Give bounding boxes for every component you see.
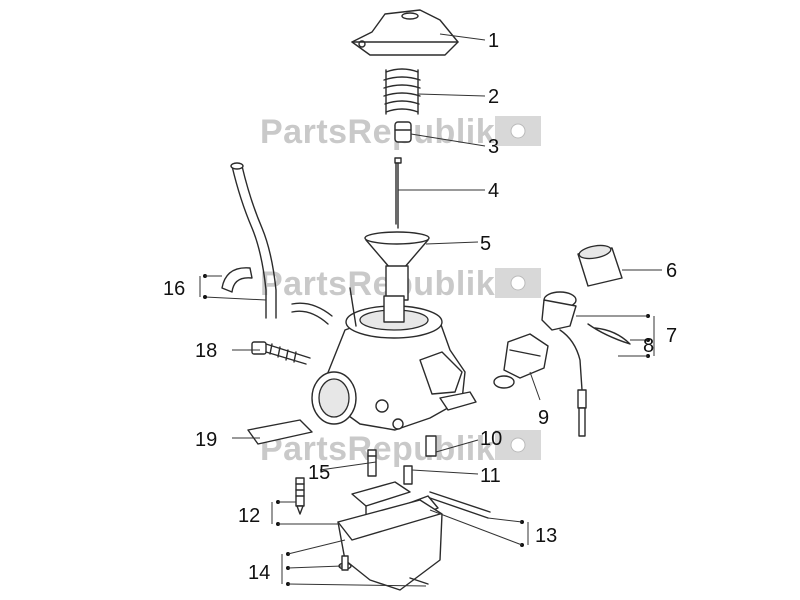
leader-lines bbox=[199, 33, 662, 587]
callout-2: 2 bbox=[488, 86, 499, 108]
part-spring bbox=[383, 68, 421, 115]
callout-11: 11 bbox=[480, 465, 501, 487]
part-gasket bbox=[247, 419, 313, 445]
part-vent-tube bbox=[221, 162, 277, 319]
part-float-bowl bbox=[337, 499, 443, 591]
part-pilot-jet bbox=[403, 435, 437, 485]
watermark-text: PartsRepublik bbox=[260, 430, 495, 468]
callout-13: 13 bbox=[535, 525, 557, 547]
watermark-gear-icon bbox=[510, 123, 526, 139]
watermark-bottom: PartsRepublik bbox=[260, 430, 541, 468]
callout-3: 3 bbox=[488, 136, 499, 158]
watermark-gear-icon bbox=[510, 275, 526, 291]
part-needle-holder bbox=[394, 121, 412, 143]
callout-15: 15 bbox=[308, 462, 330, 484]
part-float-needle bbox=[295, 477, 305, 515]
callout-10: 10 bbox=[480, 428, 502, 450]
watermark-gear-icon bbox=[510, 437, 526, 453]
part-jet-needle bbox=[394, 157, 402, 229]
callout-8: 8 bbox=[643, 335, 654, 357]
callout-16: 16 bbox=[163, 278, 185, 300]
callout-19: 19 bbox=[195, 429, 217, 451]
watermark-middle: PartsRepublik bbox=[260, 265, 541, 303]
callout-4: 4 bbox=[488, 180, 499, 202]
callout-6: 6 bbox=[666, 260, 677, 282]
callout-5: 5 bbox=[480, 233, 491, 255]
watermark-text: PartsRepublik bbox=[260, 265, 495, 303]
callout-18: 18 bbox=[195, 340, 217, 362]
part-retaining-clip bbox=[587, 323, 631, 345]
callout-9: 9 bbox=[538, 407, 549, 429]
callout-numbers: 1 2 3 4 5 6 7 8 9 10 11 12 13 14 15 16 1… bbox=[163, 30, 677, 584]
watermark-text: PartsRepublik bbox=[260, 113, 495, 151]
watermark-top: PartsRepublik bbox=[260, 113, 541, 151]
part-starter-sleeve bbox=[577, 244, 623, 287]
callout-14: 14 bbox=[248, 562, 270, 584]
part-inlet-fitting bbox=[493, 333, 549, 389]
callout-12: 12 bbox=[238, 505, 260, 527]
part-small-hose bbox=[291, 302, 333, 325]
callout-1: 1 bbox=[488, 30, 499, 52]
part-diaphragm bbox=[364, 231, 430, 301]
part-idle-screw bbox=[251, 341, 311, 365]
part-auto-choke bbox=[541, 291, 587, 437]
callout-7: 7 bbox=[666, 325, 677, 347]
part-carburetor-body bbox=[311, 287, 477, 431]
part-cover-cap bbox=[351, 9, 459, 56]
